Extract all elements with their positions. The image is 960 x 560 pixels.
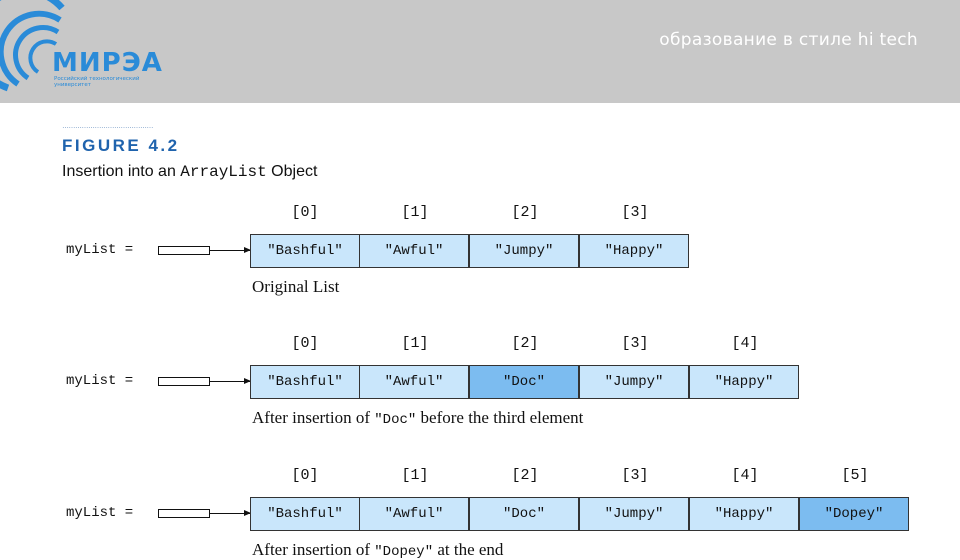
array-cell: "Jumpy" xyxy=(579,497,689,531)
variable-label: myList = xyxy=(66,505,134,521)
index-label: [3] xyxy=(621,204,649,221)
reference-box xyxy=(158,509,210,518)
array-cell: "Happy" xyxy=(579,234,689,268)
row-caption-pre: After insertion of xyxy=(252,408,375,427)
index-label: [2] xyxy=(511,335,539,352)
figure-caption: Insertion into an ArrayList Object xyxy=(62,163,317,181)
array-cell: "Awful" xyxy=(359,497,469,531)
variable-label: myList = xyxy=(66,373,134,389)
row-caption: After insertion of "Doc" before the thir… xyxy=(252,408,583,428)
mirea-logo-icon xyxy=(0,0,65,92)
figure-label: FIGURE 4.2 xyxy=(62,136,180,155)
array-cell: "Dopey" xyxy=(799,497,909,531)
row-caption: After insertion of "Dopey" at the end xyxy=(252,540,503,560)
index-label: [2] xyxy=(511,467,539,484)
array-cell: "Bashful" xyxy=(250,365,360,399)
array-cell: "Happy" xyxy=(689,497,799,531)
figure-divider: …………………………………… xyxy=(62,123,154,130)
row-caption-code: "Doc" xyxy=(374,412,417,428)
figure-caption-pre: Insertion into an xyxy=(62,163,181,180)
index-label: [0] xyxy=(291,467,319,484)
array-cell: "Doc" xyxy=(469,497,579,531)
reference-box xyxy=(158,377,210,386)
index-label: [4] xyxy=(731,467,759,484)
row-caption-post: at the end xyxy=(433,540,504,559)
figure-caption-code: ArrayList xyxy=(180,163,267,181)
array-cell: "Awful" xyxy=(359,234,469,268)
index-label: [1] xyxy=(401,335,429,352)
index-label: [5] xyxy=(841,467,869,484)
index-label: [1] xyxy=(401,467,429,484)
array-cell: "Awful" xyxy=(359,365,469,399)
index-label: [3] xyxy=(621,335,649,352)
pointer-arrow-icon xyxy=(210,247,251,253)
index-label: [2] xyxy=(511,204,539,221)
index-label: [0] xyxy=(291,335,319,352)
figure-caption-post: Object xyxy=(266,163,318,180)
index-label: [0] xyxy=(291,204,319,221)
variable-label: myList = xyxy=(66,242,134,258)
array-cell: "Bashful" xyxy=(250,497,360,531)
logo-subtitle: Российский технологический университет xyxy=(54,76,140,89)
reference-box xyxy=(158,246,210,255)
pointer-arrow-icon xyxy=(210,510,251,516)
row-caption-pre: After insertion of xyxy=(252,540,375,559)
row-caption-code: "Dopey" xyxy=(374,544,434,560)
header-slogan: образование в стиле hi tech xyxy=(659,30,918,50)
pointer-arrow-icon xyxy=(210,378,251,384)
index-label: [4] xyxy=(731,335,759,352)
array-cell: "Jumpy" xyxy=(579,365,689,399)
logo-text: МИРЭА xyxy=(52,48,163,78)
index-label: [1] xyxy=(401,204,429,221)
array-cell: "Happy" xyxy=(689,365,799,399)
array-cell: "Doc" xyxy=(469,365,579,399)
index-label: [3] xyxy=(621,467,649,484)
row-caption-post: before the third element xyxy=(416,408,584,427)
header-banner: МИРЭА Российский технологический универс… xyxy=(0,0,960,103)
row-caption: Original List xyxy=(252,277,340,296)
array-cell: "Jumpy" xyxy=(469,234,579,268)
array-cell: "Bashful" xyxy=(250,234,360,268)
